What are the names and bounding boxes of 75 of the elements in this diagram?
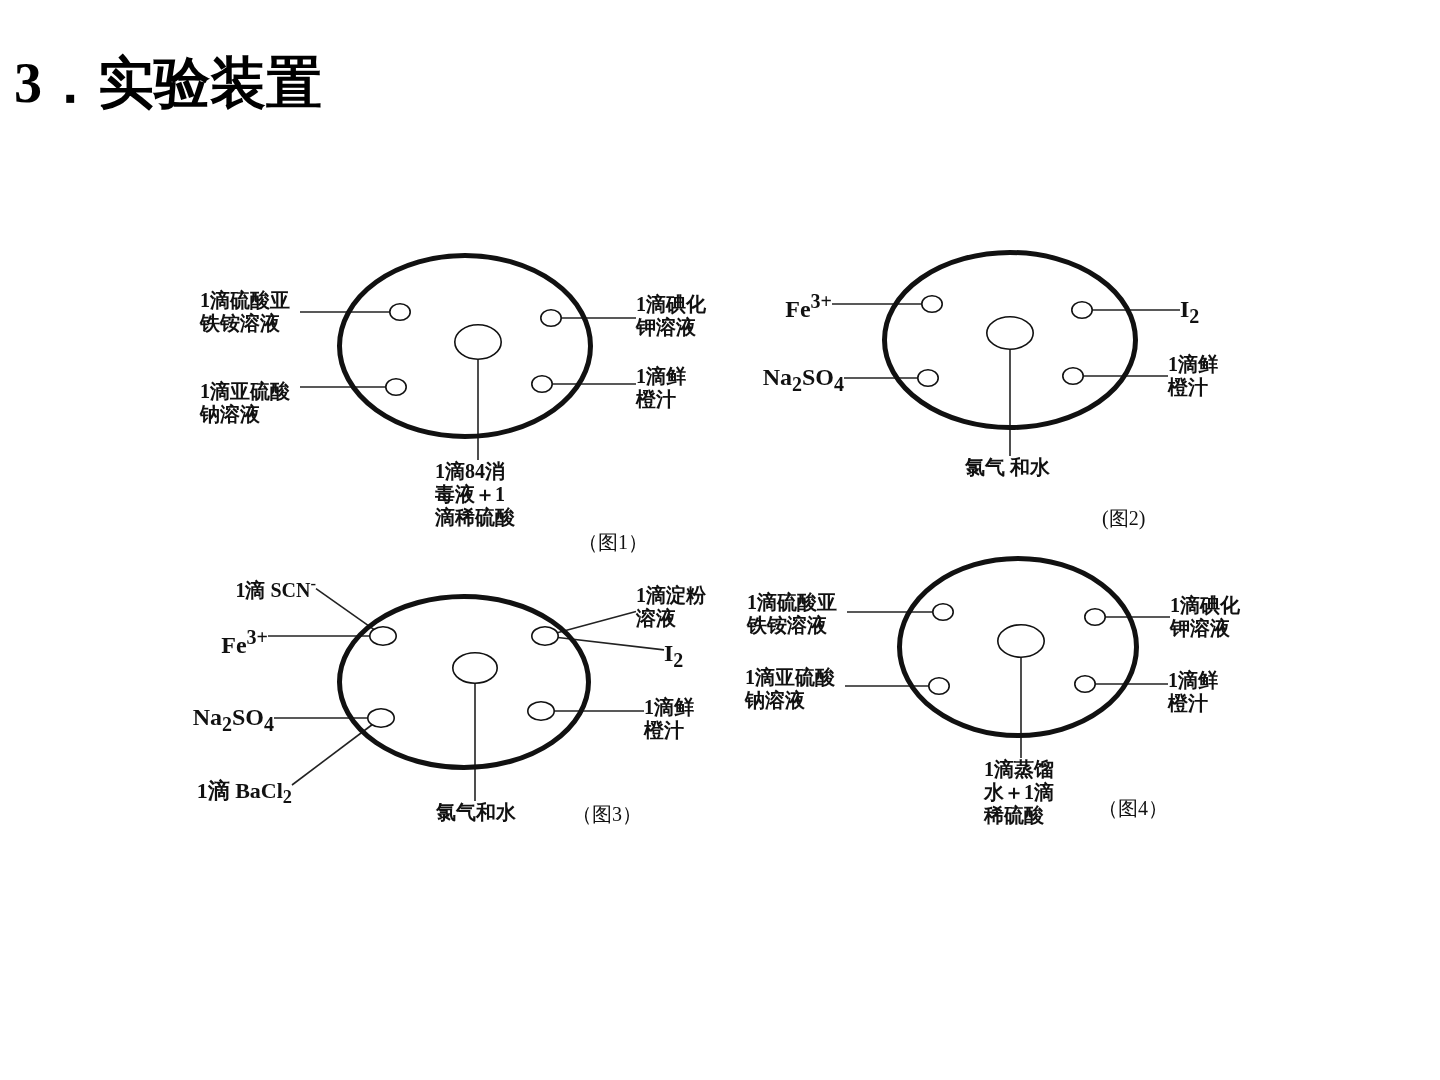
leader-line bbox=[553, 710, 645, 712]
leader-line bbox=[267, 635, 371, 637]
leader-line bbox=[556, 610, 637, 634]
spot-plate bbox=[337, 594, 591, 770]
leader-line bbox=[1094, 683, 1169, 685]
reagent-label: 1滴硫酸亚铁铵溶液 bbox=[747, 591, 847, 637]
reagent-label: 1滴亚硫酸钠溶液 bbox=[200, 380, 300, 426]
reagent-label: 1滴硫酸亚铁铵溶液 bbox=[200, 289, 300, 335]
reagent-label: 1滴鲜橙汁 bbox=[1168, 669, 1228, 715]
well-cavity bbox=[389, 303, 411, 321]
slide-title: 3．实验装置 bbox=[14, 51, 322, 116]
reagent-label: 氯气 和水 bbox=[952, 456, 1062, 479]
reagent-label: Na$_{2}$SO$_{4}$ bbox=[736, 364, 844, 396]
well-cavity bbox=[986, 316, 1034, 350]
reagent-label: 1滴 BaCl$_{2}$ bbox=[180, 778, 292, 809]
leader-line bbox=[1082, 375, 1169, 377]
leader-line bbox=[843, 377, 919, 379]
well-cavity bbox=[369, 626, 397, 646]
reagent-label: 1滴鲜橙汁 bbox=[644, 696, 704, 742]
well-cavity bbox=[527, 701, 555, 721]
leader-line bbox=[1091, 309, 1181, 311]
figure-caption: （图3） bbox=[572, 802, 642, 826]
well-cavity bbox=[1074, 675, 1096, 693]
spot-plate bbox=[897, 556, 1139, 738]
reagent-label: 氯气和水 bbox=[424, 801, 528, 824]
leader-line bbox=[474, 682, 476, 802]
well-cavity bbox=[917, 369, 939, 387]
leader-line bbox=[299, 311, 391, 313]
leader-line bbox=[831, 303, 923, 305]
leader-line bbox=[273, 717, 369, 719]
leader-line bbox=[299, 386, 387, 388]
leader-line bbox=[560, 317, 637, 319]
spot-plate bbox=[337, 253, 593, 439]
well-cavity bbox=[921, 295, 943, 313]
reagent-label: 1滴淀粉溶液 bbox=[636, 584, 716, 630]
leader-line bbox=[1009, 348, 1011, 457]
leader-line bbox=[846, 611, 934, 613]
well-cavity bbox=[531, 375, 553, 393]
well-cavity bbox=[1071, 301, 1093, 319]
well-cavity bbox=[454, 324, 502, 360]
reagent-label: I$_{2}$ bbox=[1180, 296, 1208, 328]
well-cavity bbox=[540, 309, 562, 327]
figure-caption: (图2) bbox=[1102, 506, 1146, 530]
reagent-label: 1滴84消毒液＋1滴稀硫酸 bbox=[435, 460, 519, 529]
leader-line bbox=[315, 587, 375, 631]
leader-line bbox=[291, 723, 373, 786]
reagent-label: 1滴亚硫酸钠溶液 bbox=[745, 666, 845, 712]
well-cavity bbox=[531, 626, 559, 646]
reagent-label: Na$_{2}$SO$_{4}$ bbox=[166, 704, 274, 736]
leader-line bbox=[1104, 616, 1171, 618]
leader-line bbox=[557, 636, 665, 651]
well-cavity bbox=[928, 677, 950, 695]
leader-line bbox=[551, 383, 637, 385]
reagent-label: 1滴鲜橙汁 bbox=[1168, 353, 1228, 399]
figure-caption: （图4） bbox=[1098, 796, 1168, 820]
leader-line bbox=[844, 685, 930, 687]
well-cavity bbox=[1084, 608, 1106, 626]
well-cavity bbox=[1062, 367, 1084, 385]
well-cavity bbox=[452, 652, 498, 684]
reagent-label: I$_{2}$ bbox=[664, 640, 692, 672]
reagent-label: 1滴鲜橙汁 bbox=[636, 365, 696, 411]
leader-line bbox=[477, 358, 479, 461]
well-cavity bbox=[997, 624, 1045, 658]
spot-plate bbox=[882, 250, 1138, 430]
reagent-label: 1滴碘化钾溶液 bbox=[636, 293, 716, 339]
well-cavity bbox=[385, 378, 407, 396]
figure-caption: （图1） bbox=[578, 530, 648, 554]
reagent-label: Fe$^{3+}$ bbox=[208, 626, 268, 660]
reagent-label: Fe$^{3+}$ bbox=[772, 290, 832, 324]
reagent-label: 1滴碘化钾溶液 bbox=[1170, 594, 1250, 640]
reagent-label: 1滴蒸馏水＋1滴稀硫酸 bbox=[984, 758, 1068, 827]
leader-line bbox=[1020, 656, 1022, 759]
reagent-label: 1滴 SCN$^{-}$ bbox=[204, 574, 316, 602]
well-cavity bbox=[367, 708, 395, 728]
well-cavity bbox=[932, 603, 954, 621]
